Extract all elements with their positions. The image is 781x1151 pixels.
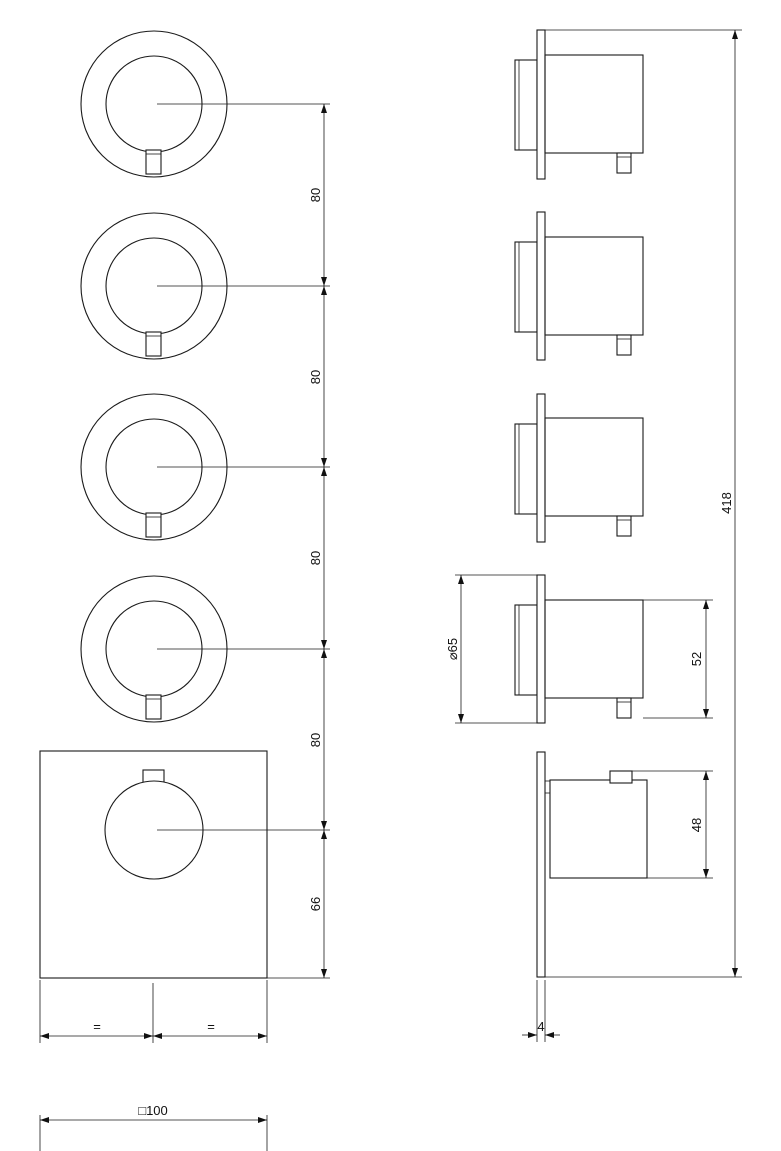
- front-knob-4: [80, 575, 330, 723]
- side-unit-2: [514, 211, 644, 361]
- dim-spacing-2: 80: [308, 370, 323, 384]
- vertical-dimension-chain: 80 80 80 80 66: [308, 104, 327, 978]
- front-knob-1: [80, 30, 330, 178]
- dim-plate-thickness: 4: [537, 1019, 544, 1034]
- side-unit-3: [514, 393, 644, 543]
- horizontal-dimensions: = = □100: [39, 980, 268, 1151]
- dim-diameter-group: ⌀65: [445, 574, 537, 724]
- dim-plate-thickness-group: 4: [522, 980, 560, 1042]
- front-view: 80 80 80 80 66 = = □100: [39, 30, 330, 1151]
- dim-spacing-3: 80: [308, 551, 323, 565]
- dim-equal-right: =: [207, 1019, 215, 1034]
- dim-plate-offset: 66: [308, 897, 323, 911]
- dim-equal-left: =: [93, 1019, 101, 1034]
- dim-knob-depth: 52: [689, 652, 704, 666]
- dim-spacing-4: 80: [308, 733, 323, 747]
- dim-plate-size: □100: [138, 1103, 168, 1118]
- dim-body-depth: 48: [689, 818, 704, 832]
- dim-total-height: 418: [719, 492, 734, 514]
- dim-diameter: ⌀65: [445, 638, 460, 660]
- side-unit-4: [514, 574, 644, 724]
- front-plate: [39, 750, 330, 979]
- dim-spacing-1: 80: [308, 188, 323, 202]
- side-plate-unit: [536, 751, 648, 978]
- dim-knob-depth-group: 52: [643, 599, 713, 719]
- front-knob-2: [80, 212, 330, 360]
- dim-body-depth-group: 48: [632, 770, 713, 879]
- side-view: 418 ⌀65 52 48 4: [445, 29, 742, 1042]
- dim-total-height-group: 418: [545, 29, 742, 978]
- front-knob-3: [80, 393, 330, 541]
- side-unit-1: [514, 29, 644, 180]
